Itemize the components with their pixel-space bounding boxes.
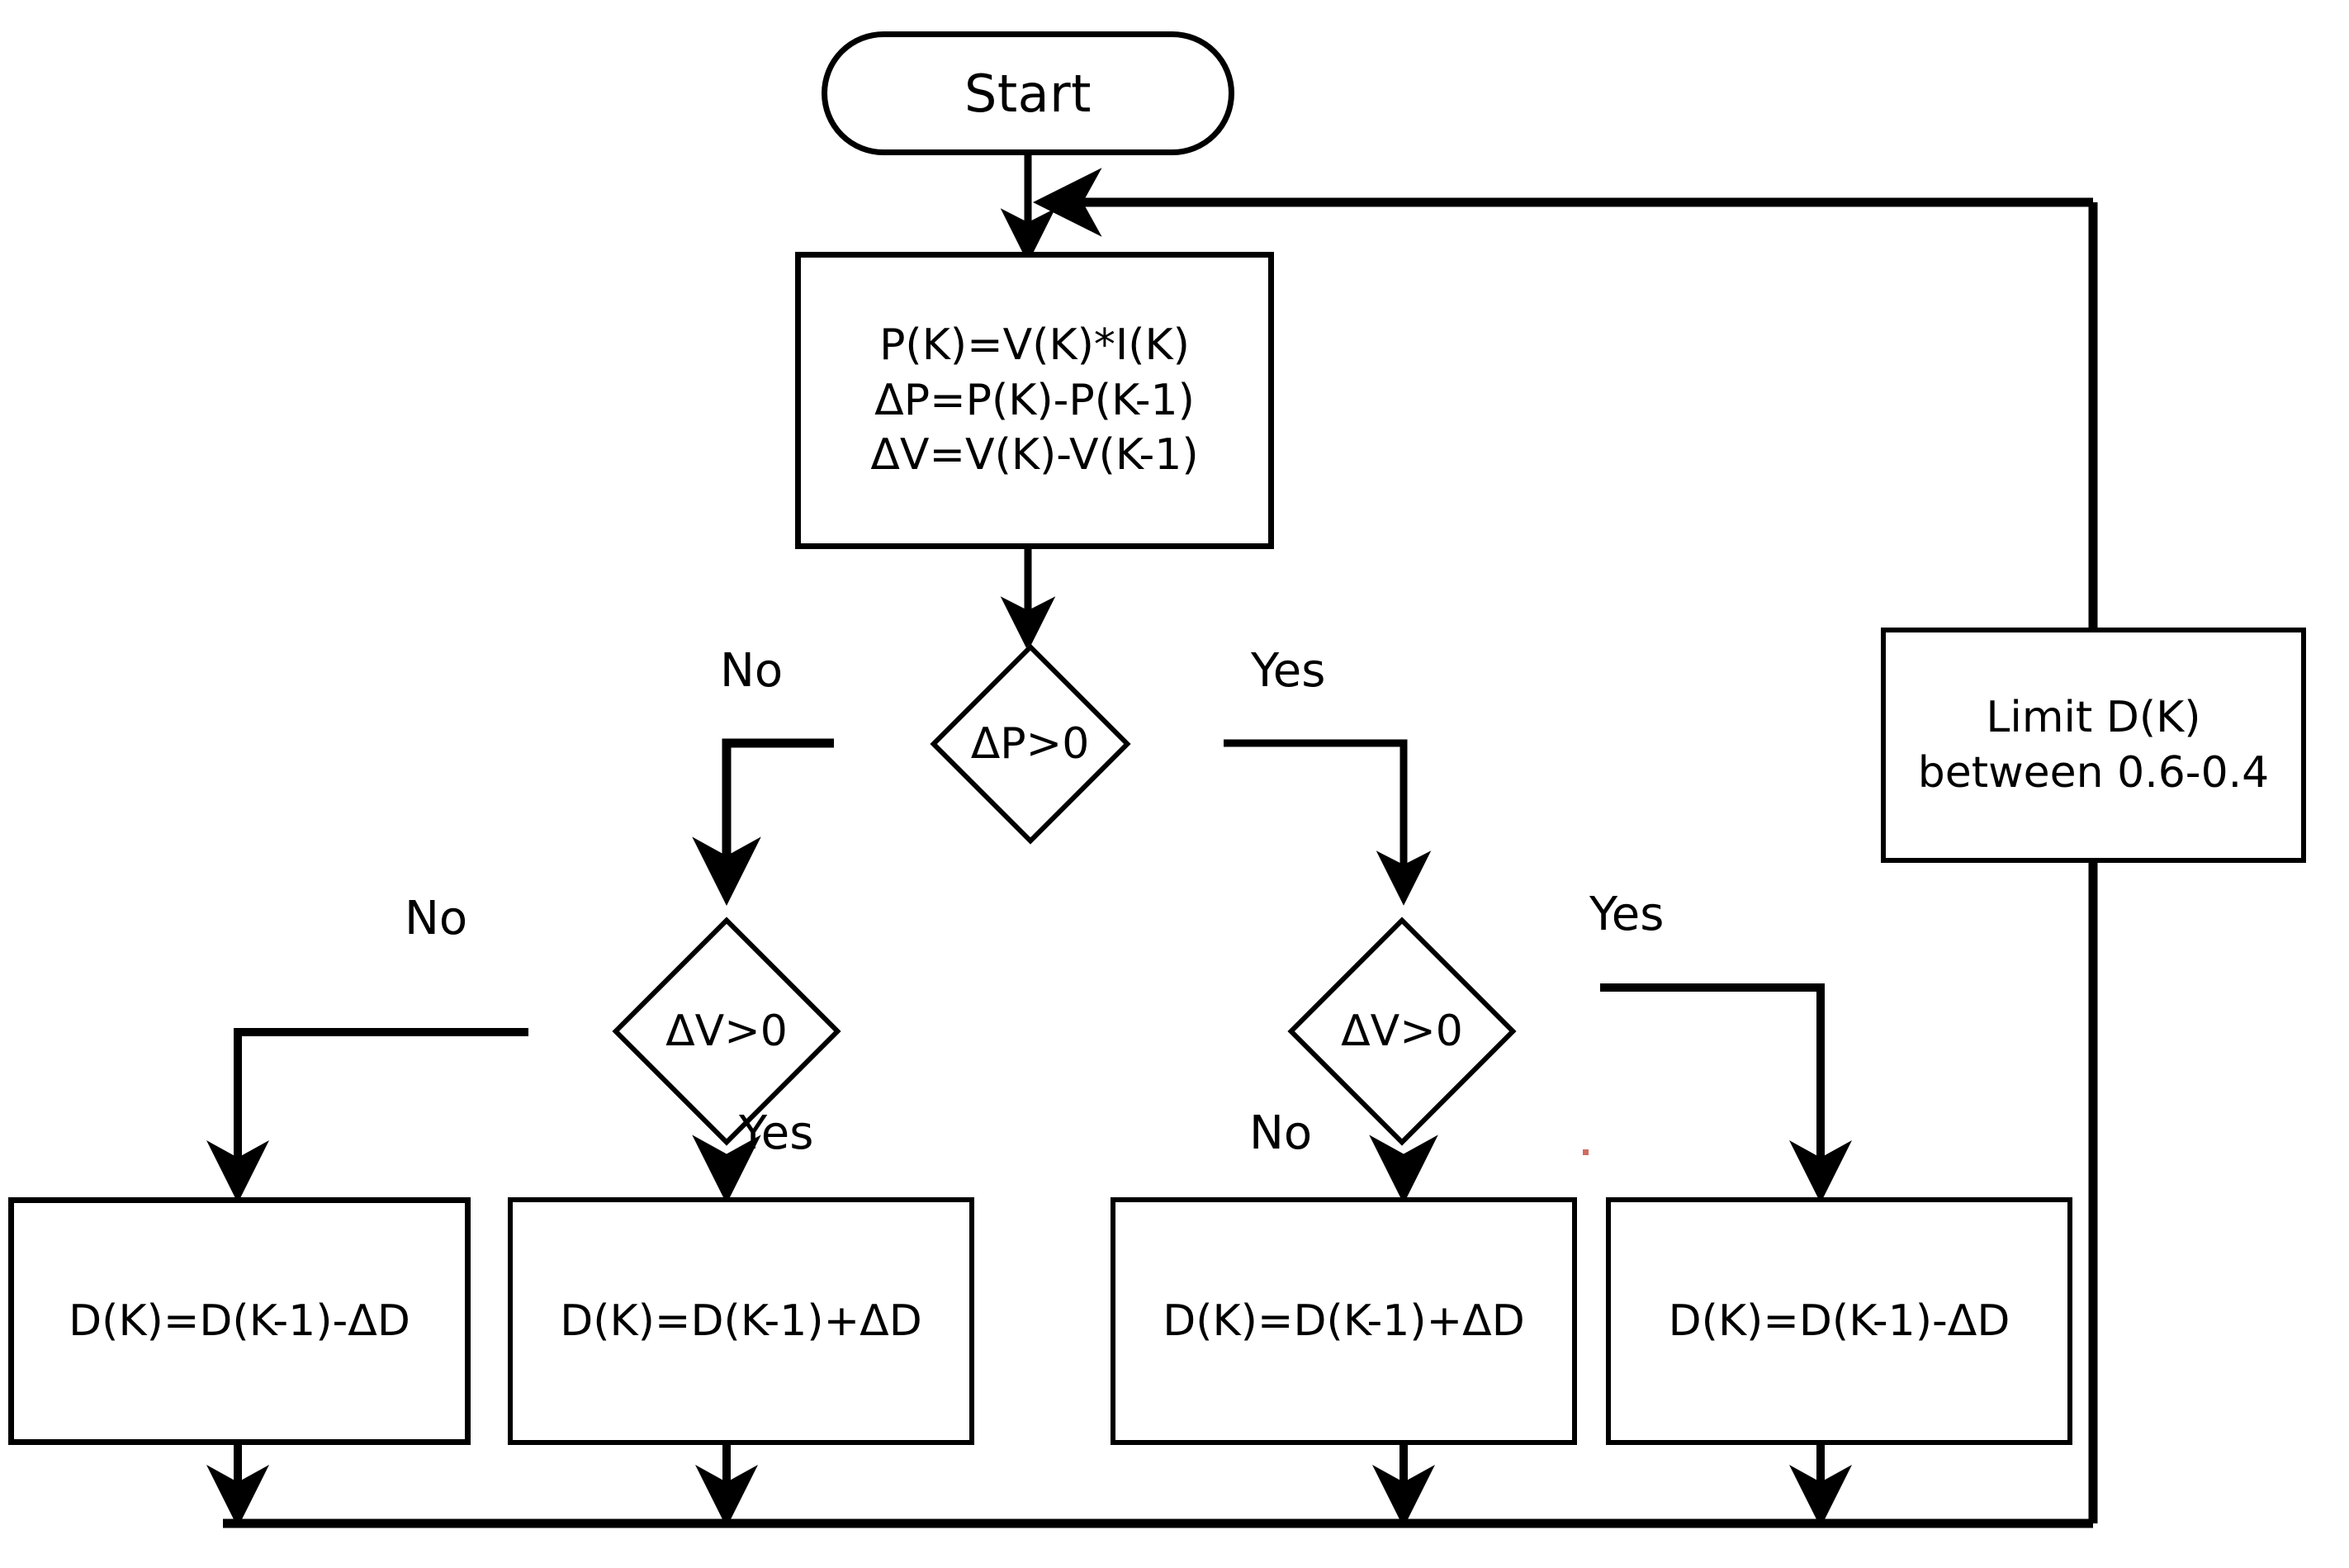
node-decision-dv-right-label: ΔV>0 <box>1341 1007 1463 1056</box>
node-limit[interactable]: Limit D(K) between 0.6-0.4 <box>1881 628 2306 863</box>
node-compute[interactable]: P(K)=V(K)*I(K) ΔP=P(K)-P(K-1) ΔV=V(K)-V(… <box>795 252 1274 549</box>
node-compute-line3: ΔV=V(K)-V(K-1) <box>870 430 1199 481</box>
node-start-label: Start <box>964 63 1092 124</box>
node-compute-line1: P(K)=V(K)*I(K) <box>879 320 1190 371</box>
edge-label-dv-right-yes: Yes <box>1589 888 1665 941</box>
red-speck-artifact <box>1583 1149 1589 1155</box>
node-action4[interactable]: D(K)=D(K-1)-ΔD <box>1606 1197 2072 1445</box>
node-decision-dp[interactable]: ΔP>0 <box>834 642 1226 845</box>
edge-dv-left-no <box>206 1028 528 1204</box>
node-action2[interactable]: D(K)=D(K-1)+ΔD <box>508 1197 974 1445</box>
edge-label-dp-yes: Yes <box>1251 644 1326 698</box>
node-action1[interactable]: D(K)=D(K-1)-ΔD <box>8 1197 471 1445</box>
edge-label-dv-left-no: No <box>405 892 468 945</box>
node-action3[interactable]: D(K)=D(K-1)+ΔD <box>1111 1197 1577 1445</box>
node-decision-dv-left-label: ΔV>0 <box>665 1007 788 1056</box>
node-decision-dp-label: ΔP>0 <box>970 718 1090 769</box>
edge-dv-right-yes <box>1600 983 1853 1204</box>
node-action3-label: D(K)=D(K-1)+ΔD <box>1163 1296 1525 1346</box>
node-limit-line1: Limit D(K) <box>1986 692 2201 742</box>
node-compute-line2: ΔP=P(K)-P(K-1) <box>874 375 1195 425</box>
node-compute-text: P(K)=V(K)*I(K) ΔP=P(K)-P(K-1) ΔV=V(K)-V(… <box>870 318 1198 483</box>
node-action4-label: D(K)=D(K-1)-ΔD <box>1668 1296 2010 1346</box>
edge-label-dv-left-yes: Yes <box>739 1106 814 1160</box>
edge-dp-yes <box>1224 739 1432 906</box>
node-limit-text: Limit D(K) between 0.6-0.4 <box>1918 690 2270 800</box>
edge-label-dp-no: No <box>720 644 784 698</box>
node-action1-label: D(K)=D(K-1)-ΔD <box>69 1296 410 1346</box>
node-decision-dv-right[interactable]: ΔV>0 <box>1204 897 1600 1166</box>
node-action2-label: D(K)=D(K-1)+ΔD <box>560 1296 922 1346</box>
edge-dp-no <box>692 738 834 907</box>
node-start[interactable]: Start <box>822 31 1234 155</box>
node-limit-line2: between 0.6-0.4 <box>1917 747 2270 798</box>
edge-label-dv-right-no: No <box>1249 1106 1313 1160</box>
node-decision-dv-left[interactable]: ΔV>0 <box>528 897 925 1166</box>
